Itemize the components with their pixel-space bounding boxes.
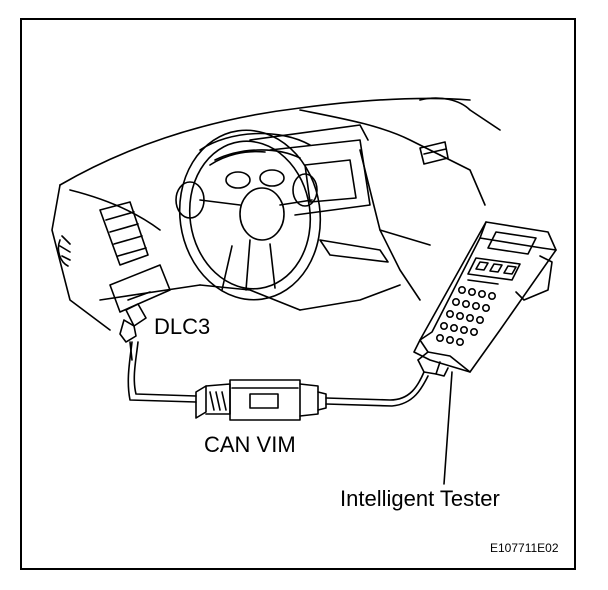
right-vent [419, 141, 449, 165]
dashboard-outline [51, 97, 501, 331]
lower-dash [99, 264, 401, 313]
steering-wheel [178, 129, 322, 301]
dlc3-connector [119, 303, 147, 361]
dlc3-label: DLC3 [154, 314, 211, 339]
tester-leader-line [443, 371, 453, 485]
can-vim-label: CAN VIM [204, 432, 296, 457]
intelligent-tester-label: Intelligent Tester [340, 486, 500, 511]
can-vim-module [195, 379, 327, 421]
left-vent [57, 201, 149, 267]
instrument-cluster [175, 132, 318, 219]
figure-code: E107711E02 [490, 541, 559, 555]
intelligent-tester [413, 221, 557, 377]
cable-vim-to-tester [325, 371, 429, 407]
cable-dlc3-to-vim [127, 341, 197, 403]
